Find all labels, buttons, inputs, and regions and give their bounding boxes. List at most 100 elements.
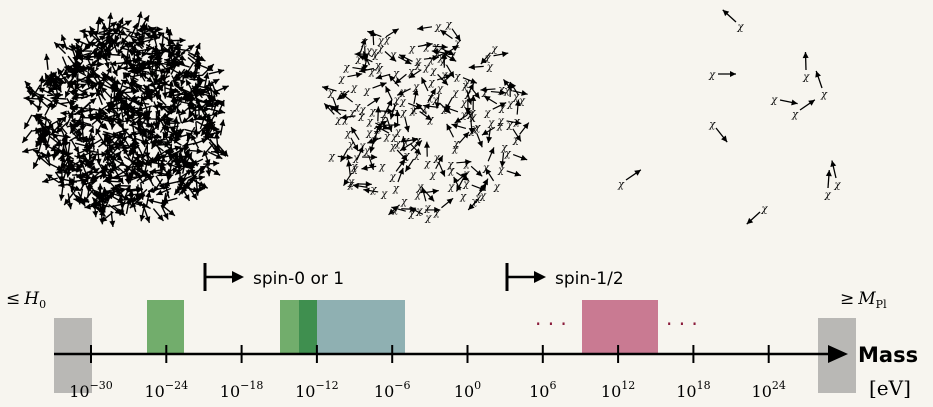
particle-arrow: χ	[423, 42, 448, 53]
particle-arrow	[183, 151, 196, 165]
particle-label: χ	[343, 63, 351, 74]
particle-label: χ	[394, 127, 402, 138]
particle-arrow	[58, 43, 74, 52]
particle-label: χ	[400, 108, 408, 119]
dense-particle-cloud	[21, 11, 229, 228]
particle-arrow	[168, 97, 179, 111]
particle-arrow: χ	[483, 95, 506, 114]
particle-arrow	[26, 90, 42, 99]
particle-label: χ	[327, 88, 335, 99]
particle-arrow: χ	[481, 120, 504, 136]
axis-tick-label: 10−24	[145, 379, 189, 401]
particle-arrow	[209, 108, 226, 115]
particle-arrow	[177, 173, 184, 190]
particle-arrow: χ	[617, 169, 642, 190]
particle-label: χ	[383, 132, 391, 143]
axis-tick-label: 10−12	[295, 379, 339, 401]
particle-label: χ	[350, 162, 358, 173]
particle-arrow	[147, 81, 164, 88]
particle-arrow	[136, 67, 146, 82]
particle-arrow	[23, 95, 40, 102]
particle-arrow	[121, 142, 137, 152]
particle-arrow	[121, 37, 135, 49]
particle-arrow: χ	[359, 63, 384, 74]
particle-label: χ	[461, 81, 469, 92]
particle-arrow	[50, 76, 66, 84]
particle-label: χ	[824, 190, 832, 201]
particle-arrow	[63, 191, 75, 206]
particle-arrow	[116, 133, 126, 149]
particle-label: χ	[350, 83, 358, 94]
particle-arrow	[109, 194, 124, 204]
particle-arrow: χ	[439, 29, 461, 49]
particle-arrow: χ	[444, 88, 459, 111]
particle-arrow	[143, 169, 156, 182]
particle-arrow	[145, 134, 162, 141]
axis-tick-label: 1018	[676, 379, 710, 401]
particle-arrow	[174, 46, 191, 53]
particle-arrow	[43, 53, 50, 70]
particle-arrow	[139, 72, 154, 84]
particle-arrow: χ	[439, 56, 455, 79]
particle-arrow	[147, 121, 156, 137]
particle-arrow	[109, 113, 116, 130]
particle-label: χ	[452, 139, 460, 150]
particle-arrow	[157, 104, 173, 115]
particle-arrow	[206, 130, 222, 137]
axis-tick-label: 10−6	[374, 379, 411, 401]
particle-arrow	[114, 169, 124, 185]
particle-arrow	[112, 204, 126, 217]
particle-arrow: χ	[370, 30, 378, 58]
particle-arrow	[70, 189, 81, 204]
particle-arrow	[100, 211, 114, 223]
particle-label: χ	[447, 165, 455, 176]
particle-arrow: χ	[512, 122, 530, 146]
particle-arrow: χ	[427, 74, 452, 89]
particle-arrow	[198, 63, 214, 72]
particle-arrow: χ	[469, 94, 477, 123]
axis-tick-label: 10−30	[69, 379, 113, 401]
particle-arrow	[208, 141, 220, 156]
boson-spin-marker: spin-0 or 1	[203, 263, 344, 291]
particle-arrow	[91, 151, 108, 158]
particle-label: χ	[736, 22, 744, 33]
particle-label: χ	[760, 204, 768, 215]
particle-arrow	[71, 94, 88, 101]
particle-arrow	[174, 163, 188, 176]
particle-arrow: χ	[497, 116, 522, 127]
axis-ticks	[90, 345, 770, 363]
particle-arrow	[213, 85, 229, 93]
particle-arrow	[165, 26, 172, 43]
particle-arrow: χ	[446, 123, 460, 150]
particle-arrow: χ	[830, 160, 841, 191]
particle-arrow	[189, 185, 206, 192]
particle-label: χ	[402, 135, 410, 146]
particle-arrow: χ	[374, 106, 382, 134]
particle-arrow: χ	[451, 123, 476, 137]
particle-arrow: χ	[363, 187, 388, 200]
particle-label: χ	[368, 67, 376, 78]
particle-arrow: χ	[497, 165, 522, 177]
particle-arrow	[82, 31, 92, 47]
particle-arrow	[128, 35, 145, 41]
particle-arrow: χ	[365, 120, 388, 139]
particle-label: χ	[617, 179, 625, 190]
particle-arrow	[74, 194, 90, 204]
particle-label: χ	[449, 50, 457, 61]
particle-label: χ	[503, 86, 511, 97]
particle-arrow	[167, 136, 182, 146]
particle-label: χ	[358, 141, 366, 152]
particle-arrow	[100, 72, 115, 84]
particle-arrow	[207, 151, 223, 160]
particle-arrow: χ	[414, 55, 439, 67]
particle-label: χ	[365, 46, 373, 57]
particle-arrow	[171, 51, 186, 62]
particle-arrow: χ	[327, 88, 339, 112]
particle-arrow: χ	[482, 147, 495, 174]
particle-arrow: χ	[466, 109, 475, 135]
particle-arrow	[172, 153, 189, 160]
particle-arrow	[51, 132, 63, 146]
particle-arrow: χ	[411, 104, 433, 121]
particle-arrow	[140, 58, 153, 72]
particle-label: χ	[506, 120, 514, 131]
